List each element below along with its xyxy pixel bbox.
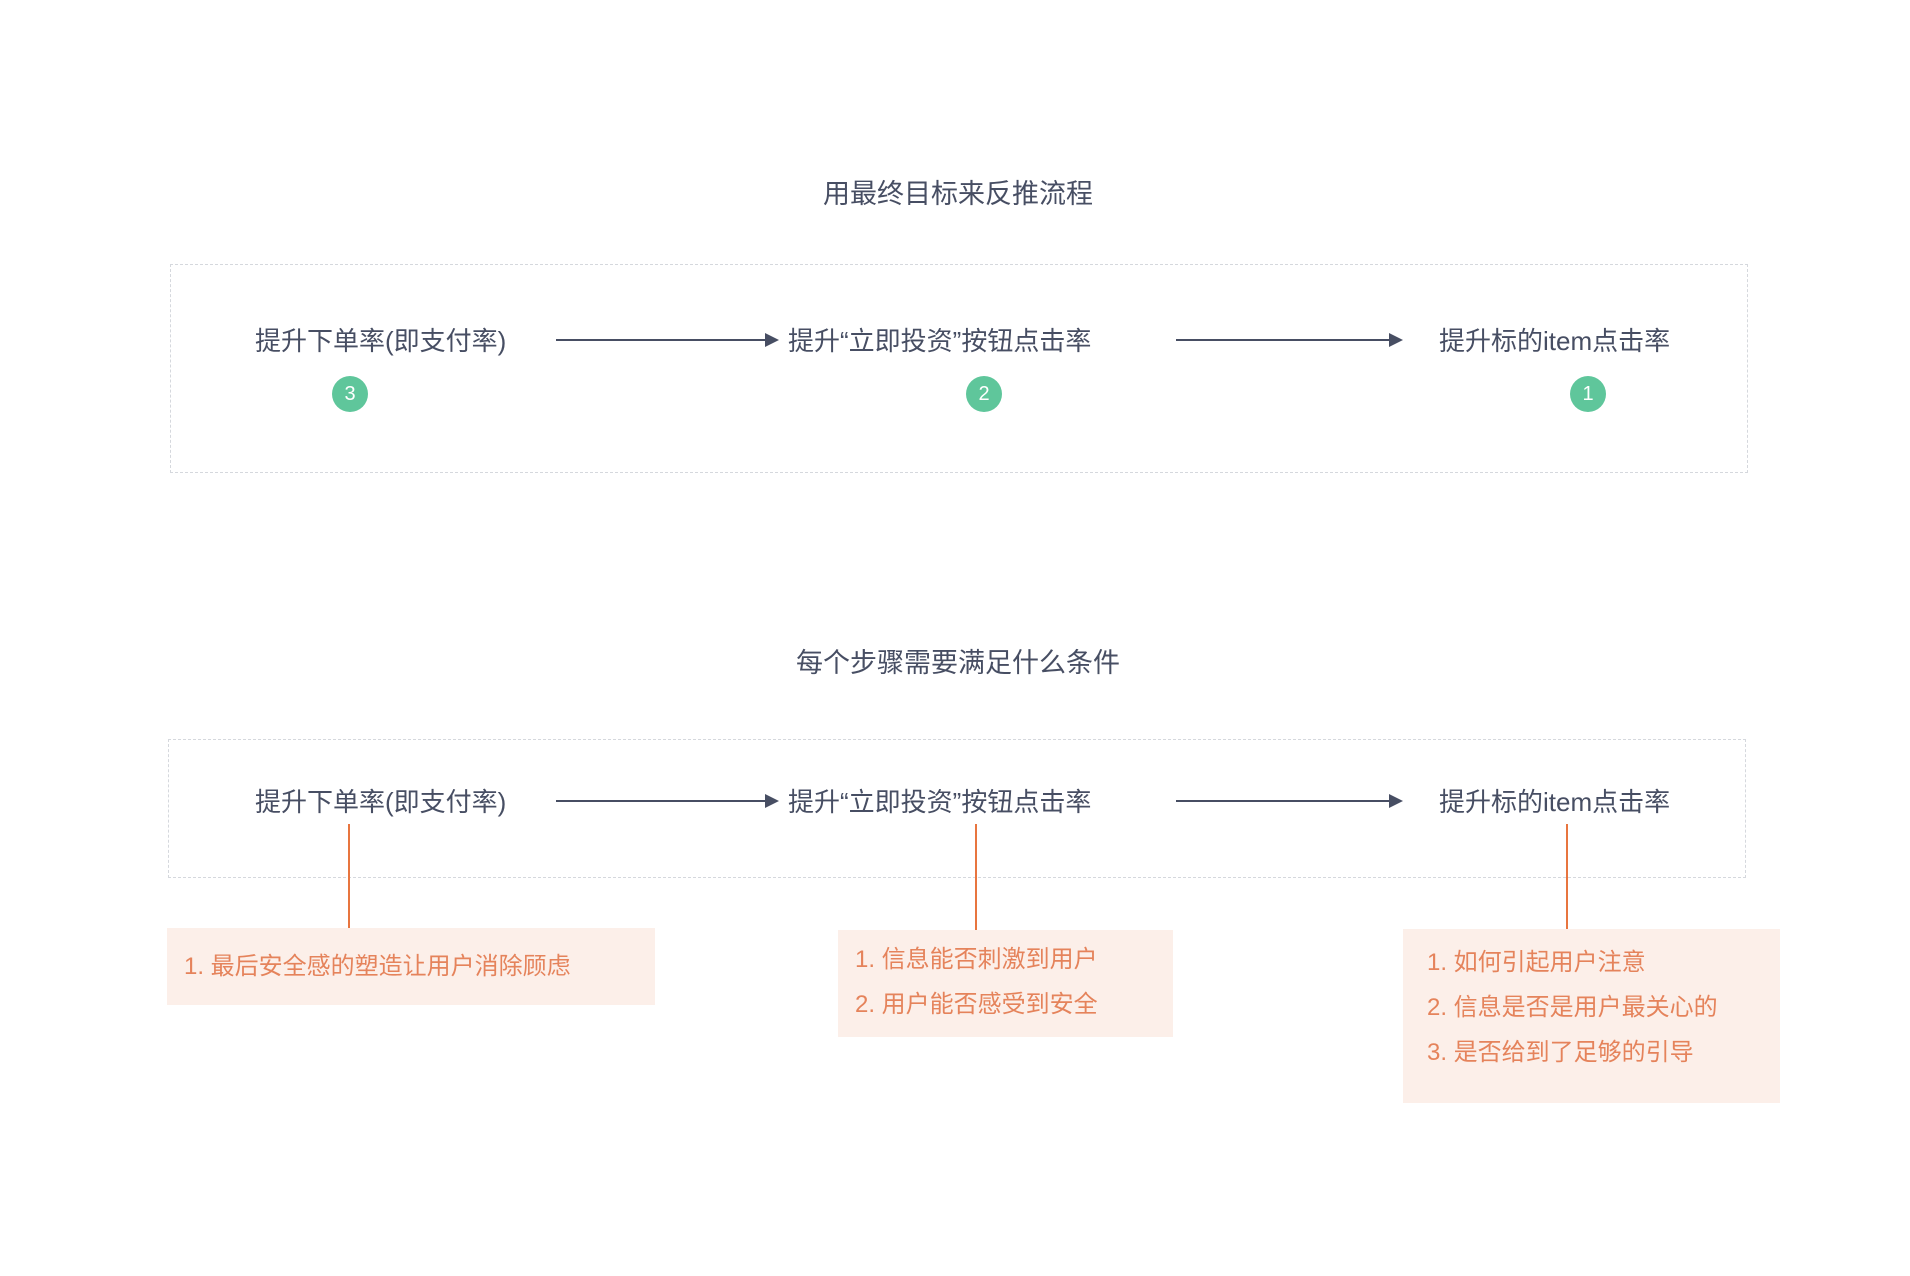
flow-node-order-rate: 提升下单率(即支付率) bbox=[255, 326, 507, 356]
arrow-right-icon bbox=[556, 333, 779, 347]
flow-node-item-click: 提升标的item点击率 bbox=[1439, 787, 1671, 817]
flow-node-invest-button: 提升“立即投资”按钮点击率 bbox=[788, 326, 1092, 356]
note-connector-line bbox=[348, 824, 350, 928]
note-item: 1. 信息能否刺激到用户 bbox=[855, 946, 1098, 973]
flow-node-invest-button: 提升“立即投资”按钮点击率 bbox=[788, 787, 1092, 817]
flow-node-item-click: 提升标的item点击率 bbox=[1439, 326, 1671, 356]
flow-node-order-rate: 提升下单率(即支付率) bbox=[255, 787, 507, 817]
arrow-right-icon bbox=[556, 794, 779, 808]
note-box-item-click: 1. 如何引起用户注意 2. 信息是否是用户最关心的 3. 是否给到了足够的引导 bbox=[1403, 929, 1780, 1103]
note-item: 3. 是否给到了足够的引导 bbox=[1427, 1039, 1694, 1066]
arrow-right-icon bbox=[1176, 333, 1403, 347]
step-badge-3: 3 bbox=[332, 376, 368, 412]
note-item: 2. 信息是否是用户最关心的 bbox=[1427, 994, 1718, 1021]
note-connector-line bbox=[975, 824, 977, 930]
section2-title: 每个步骤需要满足什么条件 bbox=[796, 648, 1120, 678]
note-connector-line bbox=[1566, 824, 1568, 929]
arrow-right-icon bbox=[1176, 794, 1403, 808]
note-item: 1. 如何引起用户注意 bbox=[1427, 949, 1646, 976]
note-item: 2. 用户能否感受到安全 bbox=[855, 991, 1098, 1018]
step-badge-2: 2 bbox=[966, 376, 1002, 412]
section1-title: 用最终目标来反推流程 bbox=[823, 179, 1093, 209]
step-badge-1: 1 bbox=[1570, 376, 1606, 412]
note-box-invest-button: 1. 信息能否刺激到用户 2. 用户能否感受到安全 bbox=[838, 930, 1173, 1037]
note-box-payment: 1. 最后安全感的塑造让用户消除顾虑 bbox=[167, 928, 655, 1005]
section2-flow-group-box bbox=[168, 739, 1746, 878]
note-item: 1. 最后安全感的塑造让用户消除顾虑 bbox=[184, 953, 571, 980]
section1-flow-group-box bbox=[170, 264, 1748, 473]
